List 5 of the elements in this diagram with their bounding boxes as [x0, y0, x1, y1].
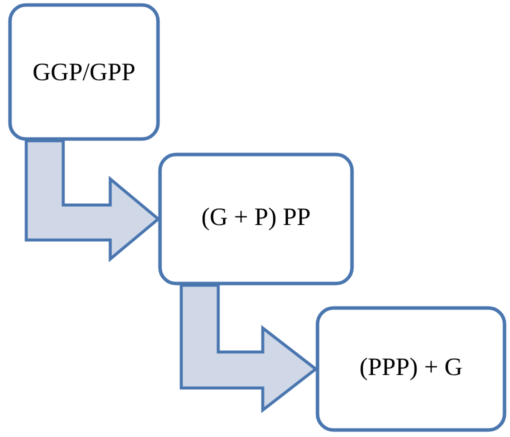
bent-arrow	[24, 139, 161, 262]
process-box: (G + P) PP	[158, 152, 354, 286]
process-box: GGP/GPP	[8, 3, 160, 141]
bent-arrow	[180, 284, 318, 414]
process-box: (PPP) + G	[316, 306, 506, 432]
